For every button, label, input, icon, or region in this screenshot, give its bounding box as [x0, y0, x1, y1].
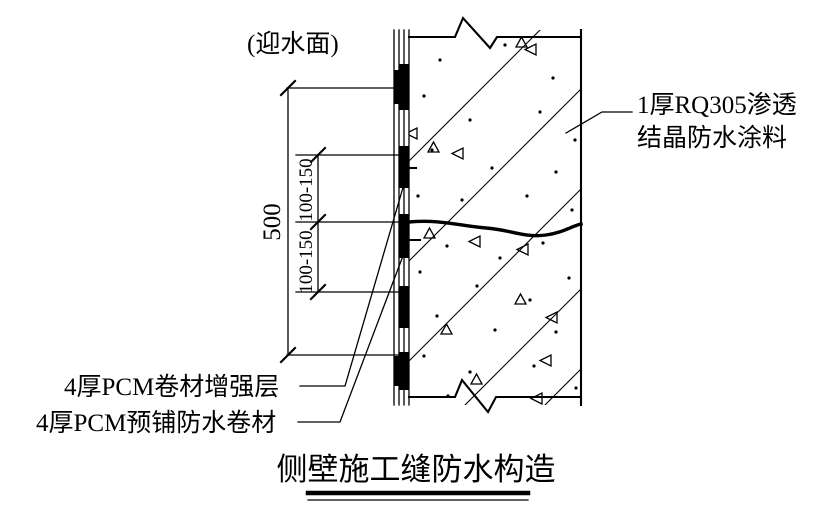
- leader-line-coating: [565, 111, 633, 134]
- annotation-bottom-left: 4厚PCM卷材增强层 4厚PCM预铺防水卷材: [36, 166, 410, 437]
- water-facing-side-note: (迎水面): [247, 30, 339, 58]
- concrete-triangle-marks: [409, 35, 558, 405]
- aggregate-dots: [416, 43, 578, 398]
- leader-line-premembrane: [297, 239, 410, 423]
- tick-segment-bottom: [309, 283, 327, 301]
- pcm-membrane-assembly: [393, 29, 422, 406]
- annotation-premembrane-label: 4厚PCM预铺防水卷材: [36, 409, 276, 437]
- tick-overall-top: [279, 79, 297, 97]
- page-title: 侧壁施工缝防水构造: [277, 452, 556, 487]
- leader-line-reinforce: [299, 166, 410, 387]
- break-line-bottom: [407, 377, 583, 414]
- annotation-right-coating: 1厚RQ305渗透 结晶防水涂料: [565, 91, 797, 152]
- annotation-coating-line2: 结晶防水涂料: [637, 124, 787, 152]
- membrane-reinforcement-patches: [394, 64, 409, 390]
- dimension-system-left: 500 100-150 100-150: [259, 79, 401, 364]
- tick-segment-top: [309, 146, 327, 164]
- concrete-wall-body: [408, 28, 583, 407]
- dimension-label-segment-1: 100-150: [296, 158, 317, 221]
- dimension-label-overall: 500: [259, 203, 286, 241]
- annotation-reinforce-label: 4厚PCM卷材增强层: [64, 373, 279, 401]
- tick-overall-bottom: [279, 346, 297, 364]
- construction-joint-line: [407, 219, 584, 238]
- break-line-top: [407, 16, 583, 50]
- dimension-label-segment-2: 100-150: [296, 230, 317, 293]
- drawing-title-group: 侧壁施工缝防水构造: [277, 452, 556, 501]
- annotation-coating-line1: 1厚RQ305渗透: [637, 91, 797, 119]
- tick-segment-mid: [309, 213, 327, 231]
